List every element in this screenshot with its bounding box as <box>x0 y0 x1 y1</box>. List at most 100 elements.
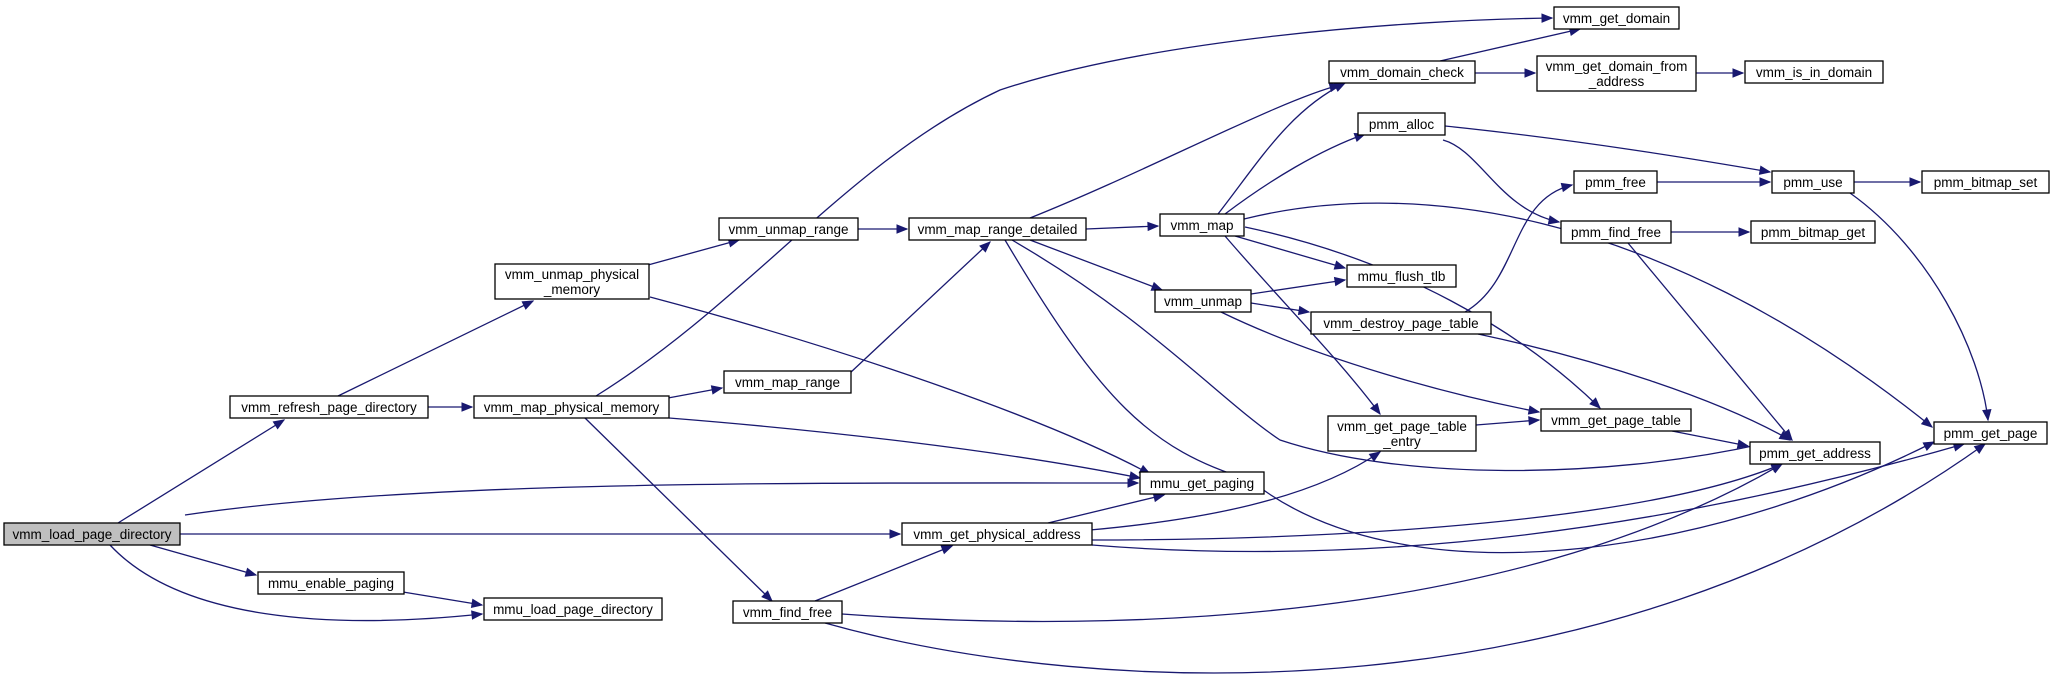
node-label: vmm_is_in_domain <box>1756 65 1872 80</box>
node-vmm-map-range[interactable]: vmm_map_range <box>723 370 852 394</box>
edge-vmm_domain_check-to-vmm_get_domain_from_address <box>1475 68 1537 78</box>
edge-vmm_load_page_directory-to-mmu_get_paging <box>184 478 1140 516</box>
edge-pmm_alloc-to-pmm_find_free <box>1442 139 1561 225</box>
node-pmm-bitmap-get[interactable]: pmm_bitmap_get <box>1750 220 1876 244</box>
edge-vmm_unmap_physical_memory-to-vmm_unmap_range <box>647 238 741 266</box>
edge-vmm_load_page_directory-to-vmm_refresh_page_directory <box>117 419 286 524</box>
node-pmm-find-free[interactable]: pmm_find_free <box>1560 220 1672 244</box>
edge-vmm_map-to-pmm_get_page <box>1243 202 1934 428</box>
node-label: pmm_get_page <box>1944 426 2038 441</box>
node-vmm-load-page-directory[interactable]: vmm_load_page_directory <box>3 522 181 546</box>
edge-vmm_unmap-to-vmm_destroy_page_table <box>1250 302 1311 316</box>
edge-vmm_map_physical_memory-to-vmm_get_domain <box>595 13 1554 397</box>
node-label: vmm_domain_check <box>1340 65 1464 80</box>
edge-vmm_get_physical_address-to-vmm_get_page_table_entry <box>1089 451 1382 531</box>
edge-vmm_load_page_directory-to-mmu_enable_paging <box>149 544 258 577</box>
node-label: pmm_bitmap_set <box>1934 175 2038 190</box>
node-label: vmm_refresh_page_directory <box>241 400 417 415</box>
node-vmm-domain-check[interactable]: vmm_domain_check <box>1328 60 1476 84</box>
node-mmu-flush-tlb[interactable]: mmu_flush_tlb <box>1346 264 1457 288</box>
edge-vmm_unmap-to-mmu_flush_tlb <box>1250 276 1347 295</box>
edge-vmm_map_physical_memory-to-vmm_map_range <box>667 385 724 399</box>
edge-pmm_use-to-pmm_get_page <box>1849 192 1992 422</box>
node-label: vmm_get_domain <box>1563 11 1670 26</box>
node-label: vmm_get_physical_address <box>913 527 1081 542</box>
node-label: vmm_get_page_table <box>1337 419 1467 434</box>
edge-pmm_find_free-to-pmm_get_address <box>1627 242 1793 442</box>
edge-vmm_get_physical_address-to-mmu_get_paging <box>1047 492 1166 524</box>
node-label: pmm_find_free <box>1571 225 1661 240</box>
node-pmm-use[interactable]: pmm_use <box>1771 170 1855 194</box>
edge-vmm_get_physical_address-to-pmm_get_page <box>1091 442 1966 553</box>
node-pmm-bitmap-set[interactable]: pmm_bitmap_set <box>1921 170 2050 194</box>
edge-pmm_find_free-to-pmm_bitmap_get <box>1671 227 1751 237</box>
node-vmm-unmap-range[interactable]: vmm_unmap_range <box>718 217 859 241</box>
node-vmm-get-domain-from-address[interactable]: vmm_get_domain_from_address <box>1536 55 1697 92</box>
node-mmu-get-paging[interactable]: mmu_get_paging <box>1139 471 1265 495</box>
node-label: vmm_map_range <box>735 375 840 390</box>
node-vmm-unmap[interactable]: vmm_unmap <box>1154 289 1252 313</box>
edge-mmu_enable_paging-to-mmu_load_page_directory <box>402 591 484 608</box>
node-pmm-get-page[interactable]: pmm_get_page <box>1933 421 2048 445</box>
node-label: vmm_map <box>1170 218 1233 233</box>
edge-pmm_alloc-to-pmm_use <box>1444 125 1772 175</box>
node-vmm-get-page-table[interactable]: vmm_get_page_table <box>1540 408 1692 432</box>
edge-vmm_map_range_detailed-to-vmm_unmap <box>1029 239 1164 291</box>
node-label: mmu_get_paging <box>1150 476 1254 491</box>
node-label: vmm_get_domain_from <box>1546 59 1688 74</box>
edge-vmm_map-to-vmm_domain_check <box>1217 82 1347 215</box>
node-pmm-get-address[interactable]: pmm_get_address <box>1749 441 1881 465</box>
node-vmm-get-page-table-entry[interactable]: vmm_get_page_table_entry <box>1327 415 1477 452</box>
node-label: mmu_load_page_directory <box>493 602 653 617</box>
edge-vmm_find_free-to-pmm_get_page <box>824 443 1987 674</box>
node-label: vmm_find_free <box>743 605 832 620</box>
node-vmm-map[interactable]: vmm_map <box>1159 213 1245 237</box>
node-vmm-find-free[interactable]: vmm_find_free <box>732 600 843 624</box>
node-vmm-get-domain[interactable]: vmm_get_domain <box>1553 6 1680 30</box>
edge-vmm_find_free-to-vmm_get_physical_address <box>814 545 954 602</box>
node-label: vmm_map_range_detailed <box>918 222 1078 237</box>
node-vmm-destroy-page-table[interactable]: vmm_destroy_page_table <box>1310 311 1492 335</box>
node-label: vmm_load_page_directory <box>12 527 171 542</box>
edge-vmm_destroy_page_table-to-pmm_free <box>1464 182 1574 313</box>
node-vmm-get-physical-address[interactable]: vmm_get_physical_address <box>901 522 1093 546</box>
node-vmm-refresh-page-directory[interactable]: vmm_refresh_page_directory <box>229 395 429 419</box>
edge-vmm_refresh_page_directory-to-vmm_map_physical_memory <box>428 402 474 412</box>
edge-pmm_use-to-pmm_bitmap_set <box>1854 177 1922 187</box>
edge-vmm_map-to-vmm_get_page_table <box>1244 226 1601 409</box>
node-label: _entry <box>1382 434 1421 449</box>
edge-vmm_map_physical_memory-to-vmm_find_free <box>584 417 773 602</box>
node-label: vmm_unmap <box>1164 294 1242 309</box>
node-mmu-load-page-directory[interactable]: mmu_load_page_directory <box>483 597 663 621</box>
edge-vmm_load_page_directory-to-mmu_load_page_directory <box>109 544 484 622</box>
node-vmm-unmap-physical-memory[interactable]: vmm_unmap_physical_memory <box>494 263 650 300</box>
node-label: pmm_free <box>1585 175 1646 190</box>
node-label: vmm_unmap_range <box>728 222 848 237</box>
edge-vmm_map-to-vmm_get_page_table_entry <box>1224 235 1381 416</box>
node-vmm-map-physical-memory[interactable]: vmm_map_physical_memory <box>473 395 670 419</box>
node-label: vmm_unmap_physical <box>505 267 639 282</box>
node-label: _address <box>1588 74 1645 89</box>
edge-vmm_map_physical_memory-to-mmu_get_paging <box>668 417 1142 481</box>
node-label: mmu_flush_tlb <box>1358 269 1446 284</box>
edge-vmm_map_range_detailed-to-vmm_map <box>1085 221 1160 232</box>
node-label: _memory <box>543 282 601 297</box>
edge-vmm_refresh_page_directory-to-vmm_unmap_physical_memory <box>337 300 535 397</box>
node-vmm-is-in-domain[interactable]: vmm_is_in_domain <box>1744 60 1884 84</box>
edge-vmm_map-to-mmu_flush_tlb <box>1234 235 1347 270</box>
edge-pmm_free-to-pmm_use <box>1657 177 1772 187</box>
node-label: vmm_destroy_page_table <box>1323 316 1478 331</box>
node-mmu-enable-paging[interactable]: mmu_enable_paging <box>257 571 405 595</box>
node-label: pmm_alloc <box>1369 117 1435 132</box>
edge-vmm_map_range-to-vmm_map_range_detailed <box>849 241 991 374</box>
edge-vmm_map_range_detailed-to-vmm_domain_check <box>1029 82 1342 219</box>
edge-vmm_load_page_directory-to-vmm_get_physical_address <box>180 529 902 539</box>
node-pmm-alloc[interactable]: pmm_alloc <box>1357 112 1446 136</box>
node-vmm-map-range-detailed[interactable]: vmm_map_range_detailed <box>908 217 1087 241</box>
node-label: pmm_get_address <box>1759 446 1871 461</box>
node-pmm-free[interactable]: pmm_free <box>1573 170 1658 194</box>
edge-vmm_unmap-to-vmm_get_page_table <box>1220 311 1541 415</box>
node-label: vmm_get_page_table <box>1551 413 1681 428</box>
edge-vmm_get_page_table_entry-to-vmm_get_page_table <box>1475 416 1541 426</box>
node-label: pmm_use <box>1783 175 1842 190</box>
